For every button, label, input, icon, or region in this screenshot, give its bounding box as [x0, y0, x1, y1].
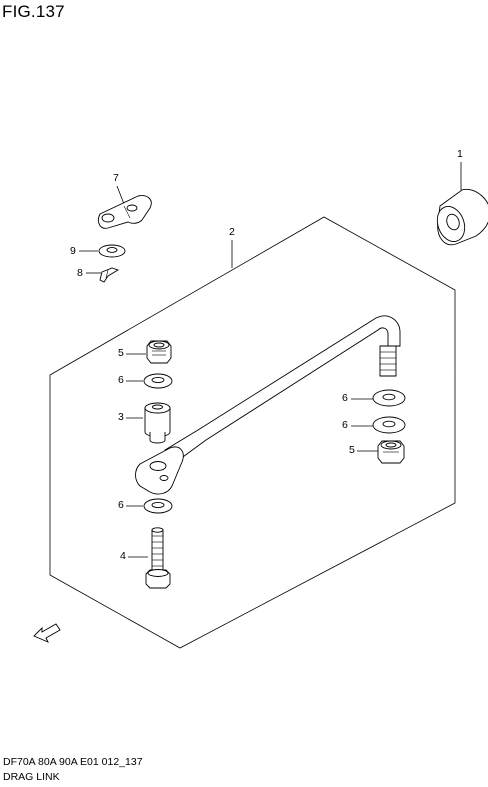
forward-direction-arrow — [33, 623, 61, 643]
part-4-bolt — [145, 527, 171, 589]
part-3-collar — [144, 402, 171, 444]
callout-6-left-lower: 6 — [118, 499, 124, 511]
part-2-drag-link — [135, 315, 401, 495]
part-5-nut-left — [146, 340, 172, 364]
part-1-bushing — [436, 188, 488, 246]
callout-2: 2 — [229, 226, 235, 238]
part-6-washer-left-upper — [143, 373, 173, 389]
callout-1: 1 — [457, 148, 463, 160]
callout-6-left-upper: 6 — [118, 374, 124, 386]
callout-4: 4 — [120, 550, 126, 562]
callout-5-right: 5 — [349, 444, 355, 456]
callout-5-left: 5 — [118, 347, 124, 359]
callout-6-right-upper: 6 — [342, 392, 348, 404]
figure-title: FIG.137 — [2, 2, 65, 21]
part-9-washer — [98, 244, 126, 258]
model-code: DF70A 80A 90A E01 012_137 — [3, 756, 143, 768]
part-7-bracket — [97, 195, 152, 229]
part-8-clip — [99, 267, 120, 283]
leader-line-7 — [116, 185, 125, 205]
part-6-washer-right-upper — [372, 389, 406, 407]
callout-8: 8 — [77, 267, 83, 279]
callout-9: 9 — [70, 245, 76, 257]
part-5-nut-right — [377, 440, 405, 464]
part-6-washer-left-lower — [143, 498, 173, 514]
callout-6-right-lower: 6 — [342, 419, 348, 431]
assembly-name: DRAG LINK — [3, 771, 60, 783]
callout-7: 7 — [113, 172, 119, 184]
callout-3: 3 — [118, 411, 124, 423]
assembly-outline — [49, 216, 456, 649]
part-6-washer-right-lower — [372, 416, 406, 434]
